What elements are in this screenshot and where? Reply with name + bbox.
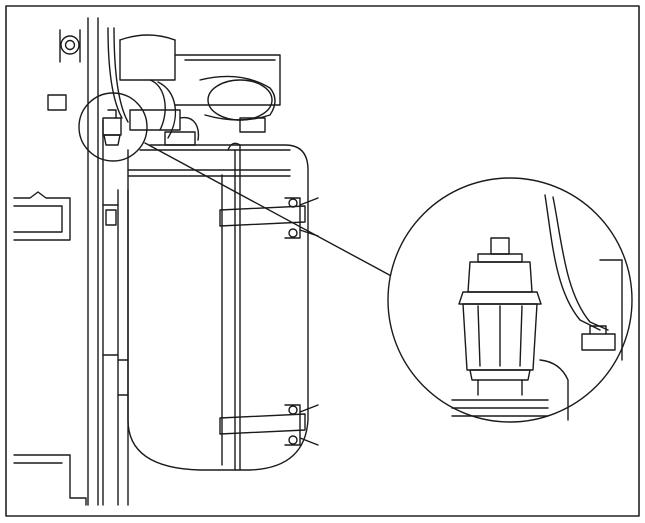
diagram-frame bbox=[5, 5, 640, 517]
magnified-base bbox=[451, 359, 569, 421]
air-vent-valve-small bbox=[78, 92, 148, 162]
strap-clip bbox=[219, 197, 319, 239]
air-vent-valve bbox=[458, 237, 542, 396]
top-fitting bbox=[59, 29, 81, 63]
pipe bbox=[164, 117, 266, 146]
vessel bbox=[127, 144, 309, 471]
wall-bracket bbox=[13, 191, 71, 241]
magnifier-circle bbox=[387, 177, 633, 423]
electrical-wire bbox=[107, 27, 200, 141]
magnified-wire bbox=[544, 194, 623, 361]
leader-line bbox=[144, 142, 396, 279]
base-profile bbox=[13, 454, 87, 506]
strap-clip-lower bbox=[219, 404, 319, 446]
mounting-tab bbox=[47, 94, 67, 111]
wall-bracket-inner bbox=[13, 205, 63, 233]
left-frame-rail bbox=[87, 17, 129, 506]
top-assembly bbox=[119, 34, 281, 131]
